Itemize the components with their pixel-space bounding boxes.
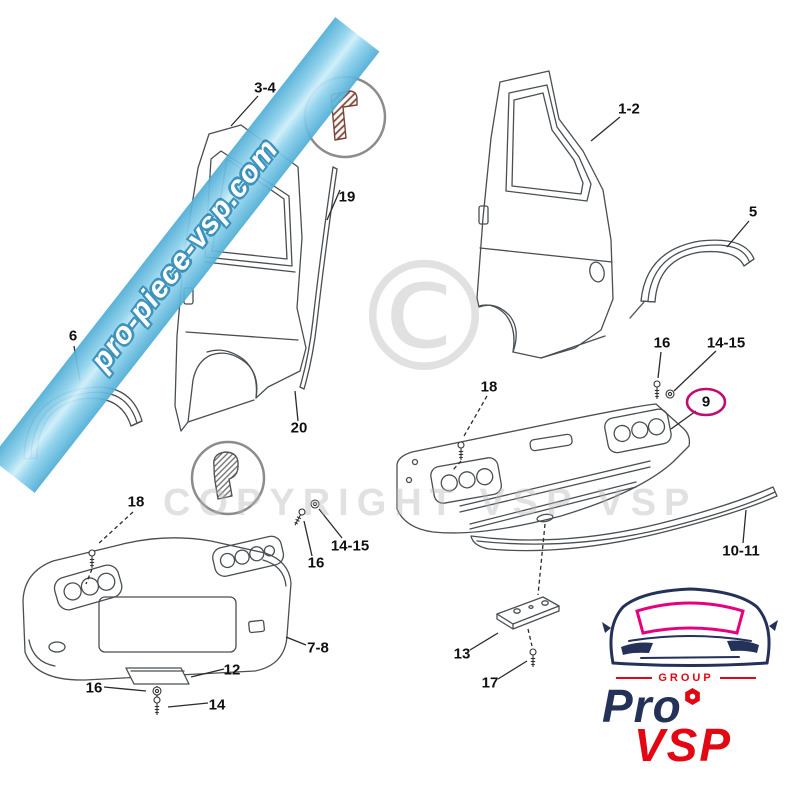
provsp-logo: GROUP Pro VSP	[598, 672, 793, 768]
callout-6: 6	[68, 327, 78, 345]
callout-9: 9	[701, 393, 711, 411]
callout-10-11: 10-11	[722, 542, 760, 560]
bracket-drawing	[496, 596, 560, 630]
right-quarter-panel-drawing	[476, 70, 614, 359]
screw-icon	[653, 380, 661, 400]
callout-1-2: 1-2	[618, 100, 640, 118]
logo-group-row: GROUP	[616, 672, 756, 684]
bolt-icon	[684, 688, 700, 705]
washer-icon	[665, 389, 675, 399]
callout-16-bottom: 16	[85, 679, 103, 697]
callout-16-rear: 16	[653, 334, 671, 352]
logo-vsp-text: VSP	[634, 719, 733, 772]
callout-5: 5	[748, 203, 758, 221]
highlight-ellipse-9	[685, 387, 727, 417]
callout-19: 19	[338, 188, 356, 206]
logo-pro-row: Pro	[602, 682, 793, 730]
screw-icon	[153, 696, 161, 716]
screw-icon	[529, 648, 537, 668]
callout-16-front: 16	[307, 554, 325, 572]
washer-icon	[152, 686, 162, 696]
logo-group-label: GROUP	[658, 672, 714, 684]
rear-bumper-drawing	[396, 403, 691, 534]
callout-7-8: 7-8	[307, 639, 329, 657]
callout-17: 17	[481, 674, 499, 692]
logo-group-dash-right	[719, 677, 756, 679]
washer-icon	[310, 499, 320, 509]
logo-car-drawing	[602, 587, 778, 667]
logo-group-dash-left	[616, 677, 653, 679]
callout-14-15-rear: 14-15	[706, 334, 746, 352]
callout-20: 20	[290, 419, 308, 437]
wheel-arch-right-drawing	[629, 239, 755, 319]
mounting-plate-drawing	[125, 667, 190, 685]
leader-lines	[73, 95, 750, 708]
callout-12: 12	[223, 661, 241, 679]
callout-14-15-front: 14-15	[330, 537, 370, 555]
callout-18-front: 18	[127, 493, 145, 511]
rear-spoiler-drawing	[470, 486, 778, 552]
callout-13: 13	[453, 645, 471, 663]
callout-3-4: 3-4	[254, 79, 276, 97]
callout-18-rear: 18	[480, 378, 498, 396]
window-seal-strip-drawing	[299, 166, 338, 390]
front-bumper-drawing	[22, 535, 292, 681]
logo-pro-text: Pro	[602, 680, 682, 732]
callout-14-bottom: 14	[208, 696, 226, 714]
seal-cross-section-inset-circle	[190, 440, 266, 516]
